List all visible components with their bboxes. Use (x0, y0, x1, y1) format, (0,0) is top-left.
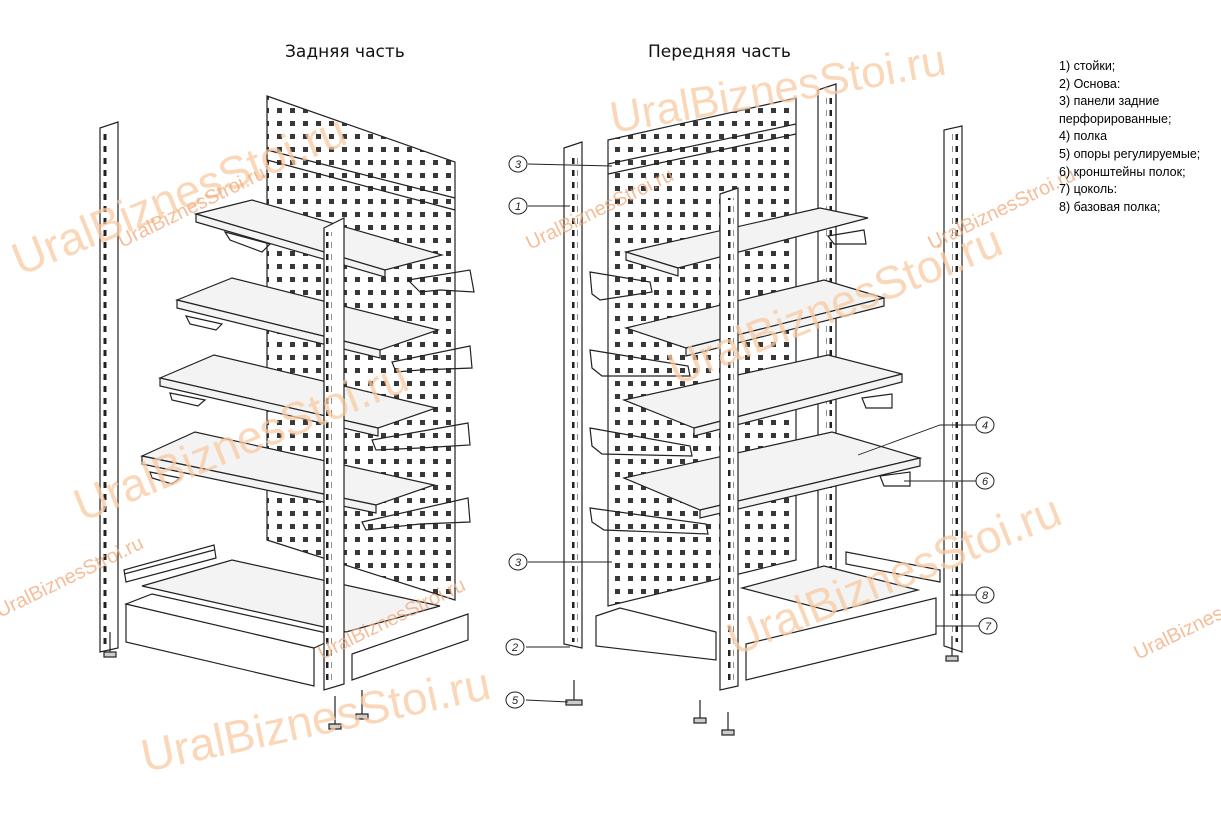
callout-3-bottom: 3 (508, 553, 528, 571)
svg-text:6: 6 (982, 476, 989, 488)
svg-text:3: 3 (515, 557, 522, 569)
legend-item: 6) кронштейны полок; (1059, 164, 1186, 179)
callout-4: 4 (975, 416, 995, 434)
front-feet (565, 636, 959, 736)
callout-leaders (525, 163, 980, 703)
legend-item: 2) Основа: (1059, 76, 1121, 91)
legend-item: перфорированные; (1059, 111, 1172, 126)
legend-item: 4) полка (1059, 129, 1108, 144)
callout-6: 6 (975, 472, 995, 490)
callout-8: 8 (975, 586, 995, 604)
callout-2: 2 (505, 638, 525, 656)
svg-text:8: 8 (982, 590, 989, 602)
legend-item: 7) цоколь: (1059, 182, 1118, 197)
back-view (99, 95, 475, 730)
svg-text:7: 7 (985, 621, 992, 633)
svg-text:1: 1 (515, 201, 521, 213)
legend-item: 8) базовая полка; (1059, 199, 1161, 214)
legend-item: 1) стойки; (1059, 59, 1116, 73)
back-feet (103, 632, 369, 730)
callout-5: 5 (505, 691, 525, 709)
front-plinth (745, 597, 937, 681)
callouts: 3 1 3 2 5 4 6 8 7 (505, 155, 998, 709)
callout-1: 1 (508, 197, 528, 215)
back-view-title: Задняя часть (285, 42, 405, 62)
svg-text:4: 4 (982, 420, 988, 432)
legend-item: 3) панели задние (1059, 94, 1160, 109)
back-brackets (149, 231, 475, 531)
svg-text:5: 5 (512, 695, 519, 707)
front-brackets (589, 229, 911, 535)
parts-legend: 1) стойки; 2) Основа: 3) панели задние п… (1059, 58, 1200, 216)
front-view (525, 83, 980, 736)
callout-3-top: 3 (508, 155, 528, 173)
watermark: UralBiznesStoi.ru (136, 657, 494, 782)
legend-item: 5) опоры регулируемые; (1059, 146, 1201, 161)
front-view-title: Передняя часть (648, 42, 791, 62)
back-base-shelf (141, 559, 441, 633)
back-shelves (140, 199, 445, 514)
front-base-shelf (739, 565, 921, 613)
callout-7: 7 (978, 617, 998, 635)
svg-text:3: 3 (515, 159, 522, 171)
svg-text:2: 2 (511, 642, 518, 654)
watermark: UralBiznesStroi.ru (1131, 574, 1221, 664)
